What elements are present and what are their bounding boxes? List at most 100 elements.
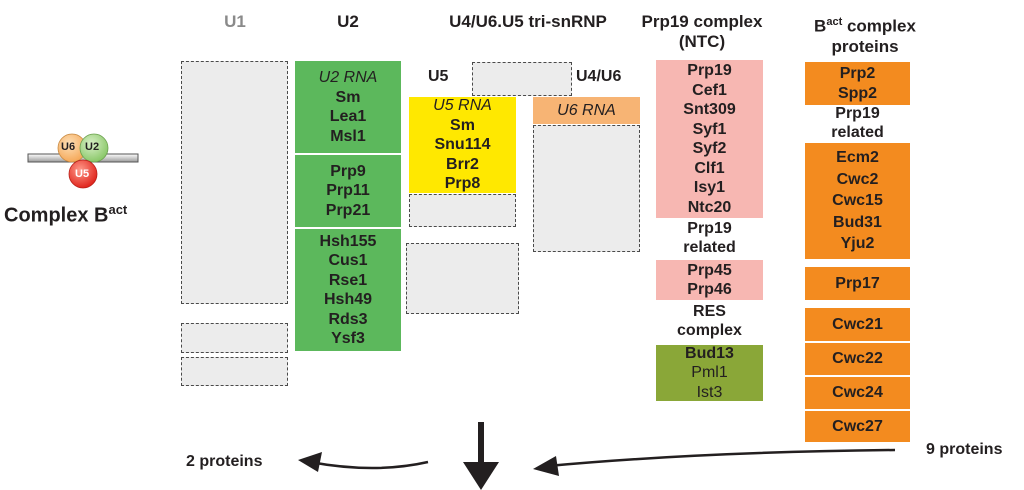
right-curved-arrow — [547, 448, 896, 468]
bact-block-cwc24: Cwc24 — [805, 377, 910, 409]
u5-absent-box-1 — [409, 194, 516, 227]
ntc-related-block: Prp45 Prp46 — [656, 260, 763, 300]
bact-related-label-line2: related — [831, 124, 884, 141]
tri-u5-label: U5 — [428, 68, 449, 85]
bact-block-cwc22: Cwc22 — [805, 343, 910, 375]
u5-protein-brr2: Brr2 — [446, 155, 479, 173]
res-complex-label-line1: RES — [693, 303, 726, 320]
header-tri-snrnp: U4/U6.U5 tri-snRNP — [449, 12, 607, 31]
left-curved-arrow — [309, 460, 429, 470]
header-bact-proteins: Bact complex proteins — [790, 12, 940, 57]
ntc-protein-clf1: Clf1 — [694, 159, 725, 177]
u6-rna-block: U6 RNA — [533, 97, 640, 124]
u2-protein-prp11: Prp11 — [326, 182, 370, 200]
right-curved-arrowhead — [533, 456, 559, 476]
u2-protein-hsh155: Hsh155 — [319, 232, 377, 250]
header-u1: U1 — [224, 12, 246, 31]
removed-proteins-count: 2 proteins — [186, 453, 263, 470]
bact-protein-bud31: Bud31 — [833, 213, 882, 231]
ntc-protein-prp46: Prp46 — [687, 281, 732, 298]
u2-protein-sm: Sm — [335, 88, 361, 106]
ntc-related-label-line1: Prp19 — [687, 220, 732, 237]
u2-block-sf3b: Hsh155 Cus1 Rse1 Hsh49 Rds3 Ysf3 — [295, 229, 401, 351]
header-u2: U2 — [337, 12, 359, 31]
bact-related-label: Prp19 related — [805, 104, 910, 142]
bact-block-cwc21: Cwc21 — [805, 308, 910, 341]
u1-absent-box-small-1 — [181, 323, 288, 353]
ntc-protein-prp19: Prp19 — [687, 62, 732, 79]
bact-block-prp2-spp2: Prp2 Spp2 — [805, 62, 910, 105]
u6-rna-label: U6 RNA — [557, 101, 616, 119]
left-curved-arrowhead — [298, 452, 322, 472]
u2-block-core: U2 RNA Sm Lea1 Msl1 — [295, 61, 401, 153]
bact-protein-spp2: Spp2 — [837, 84, 878, 102]
ntc-protein-syf1: Syf1 — [692, 120, 727, 138]
res-complex-label: RES complex — [656, 302, 763, 340]
bact-block-prp19-related: Ecm2 Cwc2 Cwc15 Bud31 Yju2 — [805, 143, 910, 259]
u2-protein-rse1: Rse1 — [328, 271, 368, 289]
complex-bact-title-sup: act — [108, 202, 128, 217]
icon-label-u2: U2 — [85, 141, 100, 153]
u2-protein-hsh49: Hsh49 — [323, 291, 373, 308]
u4u6-absent-box-tall — [533, 125, 640, 252]
ntc-protein-cef1: Cef1 — [692, 81, 727, 99]
u2-protein-prp21: Prp21 — [325, 201, 371, 219]
u5-protein-snu114: Snu114 — [434, 136, 491, 154]
header-bact-post: complex — [842, 16, 916, 36]
ntc-protein-prp45: Prp45 — [687, 261, 732, 279]
bact-block-prp17: Prp17 — [805, 267, 910, 300]
bact-protein-prp17: Prp17 — [835, 274, 880, 292]
bact-related-label-line1: Prp19 — [835, 105, 880, 122]
ntc-protein-ntc20: Ntc20 — [687, 198, 732, 216]
ntc-protein-syf2: Syf2 — [692, 140, 727, 157]
res-complex-block: Bud13 Pml1 Ist3 — [656, 345, 763, 401]
bact-protein-prp2: Prp2 — [839, 65, 876, 82]
icon-label-u5: U5 — [75, 168, 90, 180]
u2-protein-prp9: Prp9 — [330, 162, 366, 180]
u1-absent-box-small-2 — [181, 357, 288, 386]
header-prp19-line2: (NTC) — [678, 32, 726, 51]
res-protein-ist3: Ist3 — [696, 383, 723, 401]
bact-protein-cwc27: Cwc27 — [832, 417, 883, 435]
u2-protein-rds3: Rds3 — [328, 310, 368, 328]
down-arrow-head — [463, 462, 499, 490]
ntc-core-block: Prp19 Cef1 Snt309 Syf1 Syf2 Clf1 Isy1 Nt… — [656, 60, 763, 218]
complex-bact-title-main: Complex B — [4, 204, 109, 227]
bact-protein-ecm2: Ecm2 — [836, 149, 879, 167]
header-bact-sup: act — [826, 16, 843, 28]
u5-absent-box-2 — [406, 243, 519, 314]
u1-absent-box-main — [181, 61, 288, 304]
complex-bact-title: Complex Bact — [4, 202, 127, 228]
ntc-protein-isy1: Isy1 — [693, 179, 726, 196]
u5-protein-sm: Sm — [450, 116, 475, 134]
header-bact-pre: B — [814, 16, 827, 36]
res-protein-bud13: Bud13 — [685, 344, 734, 362]
bact-protein-cwc22: Cwc22 — [832, 350, 883, 368]
bact-protein-cwc24: Cwc24 — [832, 384, 883, 402]
header-prp19-complex: Prp19 complex (NTC) — [630, 12, 774, 52]
bact-protein-cwc21: Cwc21 — [832, 315, 883, 333]
added-proteins-count: 9 proteins — [926, 441, 1003, 458]
tri-u4u6-absent-box — [472, 62, 572, 96]
u2-protein-cus1: Cus1 — [328, 252, 368, 269]
u2-protein-msl1: Msl1 — [330, 127, 366, 145]
bact-block-cwc27: Cwc27 — [805, 411, 910, 442]
header-bact-line2: proteins — [831, 36, 899, 56]
bact-protein-cwc2: Cwc2 — [836, 170, 879, 188]
u2-rna-label: U2 RNA — [318, 69, 378, 86]
res-protein-pml1: Pml1 — [691, 364, 728, 382]
u5-protein-prp8: Prp8 — [444, 175, 481, 193]
icon-label-u6: U6 — [61, 141, 76, 153]
ntc-related-label: Prp19 related — [656, 219, 763, 257]
complex-bact-icon: U6 U2 U5 — [26, 130, 140, 192]
res-complex-label-line2: complex — [677, 322, 742, 339]
bact-protein-cwc15: Cwc15 — [832, 192, 883, 210]
u2-protein-lea1: Lea1 — [329, 108, 367, 125]
u5-rna-label: U5 RNA — [433, 97, 492, 115]
u5-block: U5 RNA Sm Snu114 Brr2 Prp8 — [409, 97, 516, 193]
header-prp19-line1: Prp19 complex — [641, 12, 763, 31]
complex-bact-icon-graphic — [27, 133, 139, 189]
ntc-related-label-line2: related — [683, 239, 736, 256]
u2-block-sf3a: Prp9 Prp11 Prp21 — [295, 155, 401, 227]
